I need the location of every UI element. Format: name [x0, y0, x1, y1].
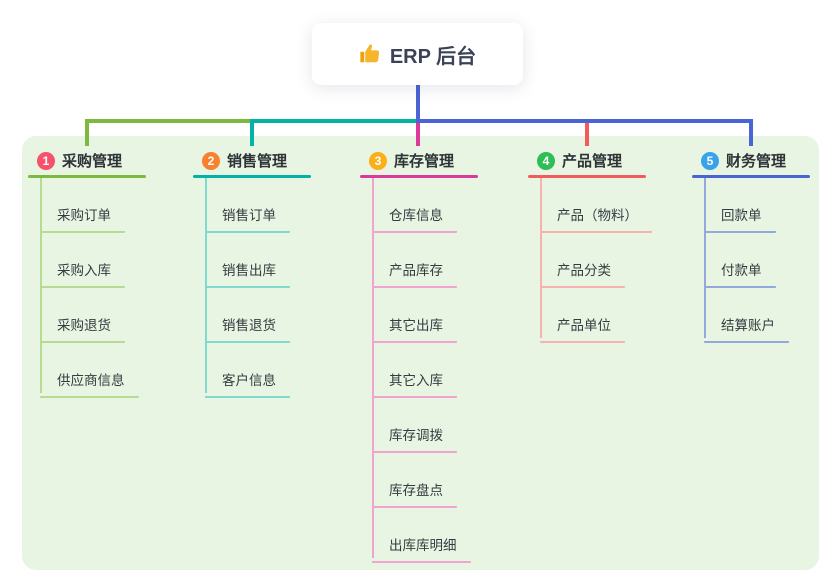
branch-children: 产品（物料） 产品分类产品单位 [528, 178, 652, 343]
child-node[interactable]: 销售出库 [205, 259, 290, 288]
child-row: 采购退货 [28, 288, 146, 343]
child-row: 采购入库 [28, 233, 146, 288]
branch-2: 2 销售管理销售订单销售出库销售退货客户信息 [193, 146, 311, 398]
child-row: 产品（物料） [528, 178, 652, 233]
child-node[interactable]: 回款单 [704, 204, 776, 233]
branch-5: 5 财务管理回款单付款单结算账户 [692, 146, 810, 343]
child-node[interactable]: 产品分类 [540, 259, 625, 288]
child-row: 结算账户 [692, 288, 810, 343]
child-node[interactable]: 库存盘点 [372, 479, 457, 508]
child-node[interactable]: 产品库存 [372, 259, 457, 288]
branch-underline [692, 175, 810, 178]
branch-node[interactable]: 2 销售管理 [193, 146, 311, 175]
child-node[interactable]: 销售订单 [205, 204, 290, 233]
branch-index-badge: 5 [701, 151, 719, 170]
branch-node[interactable]: 5 财务管理 [692, 146, 810, 175]
connector-drop-4 [585, 123, 589, 146]
branch-title: 采购管理 [62, 153, 123, 170]
branch-children: 销售订单销售出库销售退货客户信息 [193, 178, 311, 398]
child-node[interactable]: 采购订单 [40, 204, 125, 233]
child-row: 库存盘点 [360, 453, 478, 508]
child-row: 付款单 [692, 233, 810, 288]
branch-spine-line [704, 178, 706, 338]
branch-children: 回款单付款单结算账户 [692, 178, 810, 343]
branch-underline [28, 175, 146, 178]
child-row: 出库库明细 [360, 508, 478, 563]
child-node[interactable]: 出库库明细 [372, 534, 471, 563]
child-row: 销售退货 [193, 288, 311, 343]
branch-underline [360, 175, 478, 178]
child-row: 产品库存 [360, 233, 478, 288]
branch-title: 产品管理 [562, 153, 623, 170]
child-node[interactable]: 其它出库 [372, 314, 457, 343]
connector-drop-3 [416, 123, 420, 146]
branch-spine-line [372, 178, 374, 558]
branch-index-badge: 1 [37, 151, 55, 170]
child-row: 库存调拨 [360, 398, 478, 453]
branch-underline [193, 175, 311, 178]
child-node[interactable]: 付款单 [704, 259, 776, 288]
child-row: 供应商信息 [28, 343, 146, 398]
child-row: 采购订单 [28, 178, 146, 233]
child-row: 其它出库 [360, 288, 478, 343]
child-node[interactable]: 仓库信息 [372, 204, 457, 233]
branch-title: 销售管理 [227, 153, 288, 170]
thumbs-up-icon [359, 43, 381, 65]
child-row: 其它入库 [360, 343, 478, 398]
child-node[interactable]: 结算账户 [704, 314, 789, 343]
branch-index-badge: 2 [202, 151, 220, 170]
connector-branch-5 [416, 119, 753, 123]
child-row: 产品分类 [528, 233, 646, 288]
branch-spine-line [540, 178, 542, 338]
branch-spine-line [40, 178, 42, 393]
child-node[interactable]: 客户信息 [205, 369, 290, 398]
branches-panel [22, 136, 819, 570]
child-node[interactable]: 销售退货 [205, 314, 290, 343]
child-node[interactable]: 采购退货 [40, 314, 125, 343]
connector-drop-2 [250, 119, 254, 146]
branch-1: 1 采购管理采购订单采购入库采购退货供应商信息 [28, 146, 146, 398]
connector-root-stem [416, 85, 420, 123]
branch-index-badge: 4 [537, 151, 555, 170]
branch-4: 4 产品管理产品（物料） 产品分类产品单位 [528, 146, 652, 343]
branch-children: 采购订单采购入库采购退货供应商信息 [28, 178, 146, 398]
child-row: 销售出库 [193, 233, 311, 288]
child-node[interactable]: 产品（物料） [540, 204, 652, 233]
connector-drop-5 [749, 119, 753, 146]
connector-branch-2 [250, 119, 418, 123]
child-node[interactable]: 其它入库 [372, 369, 457, 398]
child-node[interactable]: 库存调拨 [372, 424, 457, 453]
branch-3: 3 库存管理仓库信息产品库存其它出库其它入库库存调拨库存盘点出库库明细 [360, 146, 478, 563]
child-node[interactable]: 采购入库 [40, 259, 125, 288]
child-row: 回款单 [692, 178, 810, 233]
branch-node[interactable]: 4 产品管理 [528, 146, 646, 175]
branch-title: 库存管理 [394, 153, 455, 170]
child-node[interactable]: 产品单位 [540, 314, 625, 343]
child-row: 销售订单 [193, 178, 311, 233]
child-node[interactable]: 供应商信息 [40, 369, 139, 398]
branch-index-badge: 3 [369, 151, 387, 170]
child-row: 产品单位 [528, 288, 646, 343]
branch-node[interactable]: 3 库存管理 [360, 146, 478, 175]
child-row: 仓库信息 [360, 178, 478, 233]
root-node[interactable]: ERP 后台 [312, 23, 523, 85]
branch-title: 财务管理 [726, 153, 787, 170]
child-row: 客户信息 [193, 343, 311, 398]
connector-branch-1 [85, 119, 252, 123]
branch-node[interactable]: 1 采购管理 [28, 146, 146, 175]
root-title: ERP 后台 [389, 45, 477, 68]
branch-underline [528, 175, 646, 178]
connector-drop-1 [85, 119, 89, 146]
branch-spine-line [205, 178, 207, 393]
branch-children: 仓库信息产品库存其它出库其它入库库存调拨库存盘点出库库明细 [360, 178, 478, 563]
